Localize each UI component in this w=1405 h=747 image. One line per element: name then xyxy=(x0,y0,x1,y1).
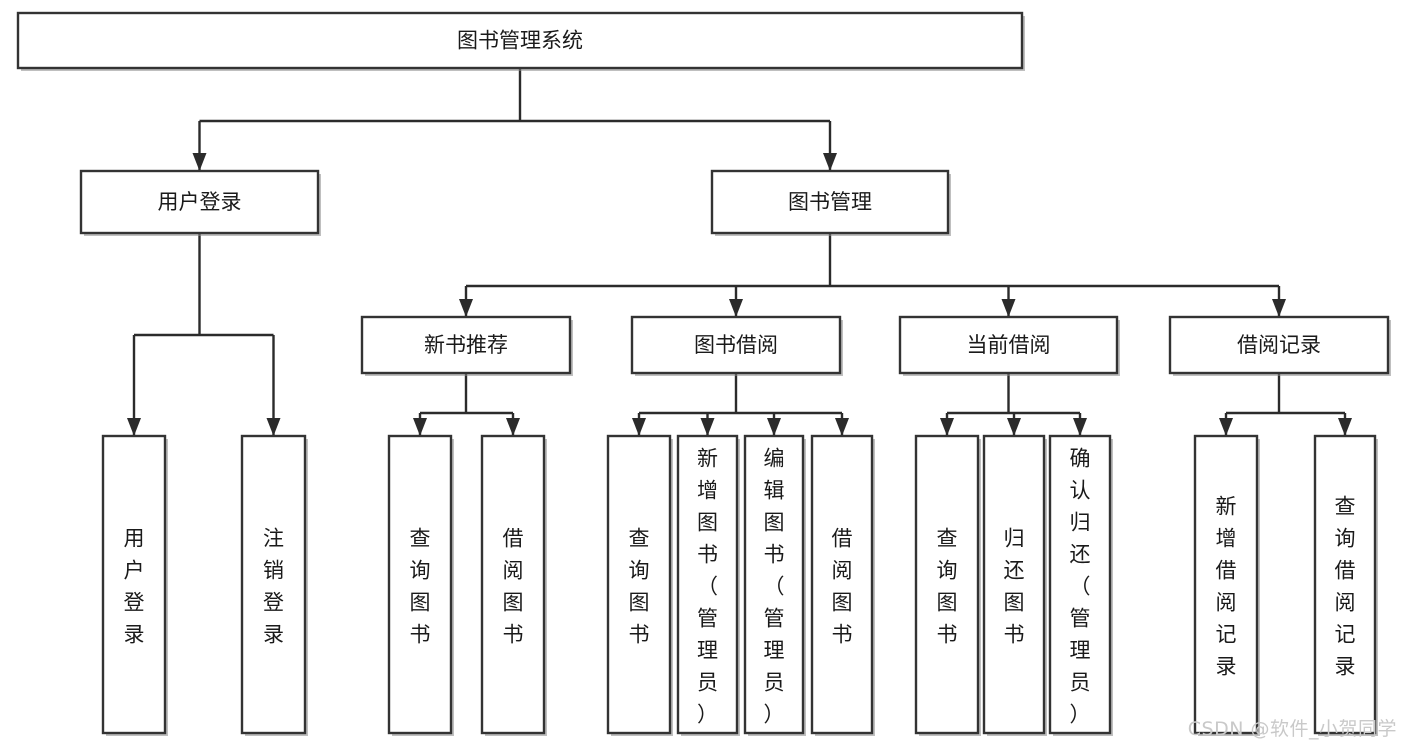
node-l-nb-borrow[interactable]: 借阅图书 xyxy=(480,434,547,736)
node-label: 新书推荐 xyxy=(424,333,508,357)
node-label: 新增图书（管理员） xyxy=(697,446,718,726)
edge-group-login xyxy=(127,233,281,436)
node-label: 确认归还（管理员） xyxy=(1070,446,1091,726)
node-l-cur-return[interactable]: 归还图书 xyxy=(982,434,1047,736)
edge-group-current xyxy=(940,373,1087,436)
edge-group-bookmgr xyxy=(459,233,1286,317)
node-label: 查询图书 xyxy=(410,526,431,646)
node-l-br-add[interactable]: 新增图书（管理员） xyxy=(676,434,740,736)
node-label: 借阅图书 xyxy=(503,526,524,646)
node-l-rec-add[interactable]: 新增借阅记录 xyxy=(1193,434,1260,736)
node-label: 借阅记录 xyxy=(1237,333,1321,357)
node-label: 查询图书 xyxy=(937,526,958,646)
node-label: 查询图书 xyxy=(629,526,650,646)
nodes-layer: 图书管理系统用户登录图书管理新书推荐图书借阅当前借阅借阅记录用户登录注销登录查询… xyxy=(16,11,1391,736)
node-label: 当前借阅 xyxy=(967,333,1051,357)
node-label: 用户登录 xyxy=(158,190,242,214)
edges-layer xyxy=(127,68,1352,436)
node-l-br-query[interactable]: 查询图书 xyxy=(606,434,673,736)
node-l-br-lend[interactable]: 借阅图书 xyxy=(810,434,875,736)
node-label: 注销登录 xyxy=(263,526,284,646)
node-label: 查询借阅记录 xyxy=(1335,494,1356,678)
edge-group-records xyxy=(1219,373,1352,436)
node-current[interactable]: 当前借阅 xyxy=(898,315,1120,376)
node-records[interactable]: 借阅记录 xyxy=(1168,315,1391,376)
node-label: 新增借阅记录 xyxy=(1216,494,1237,678)
node-label: 归还图书 xyxy=(1004,526,1025,646)
edge-group-newbook xyxy=(413,373,520,436)
node-borrow[interactable]: 图书借阅 xyxy=(630,315,843,376)
node-label: 图书借阅 xyxy=(694,333,778,357)
node-l-user-logout[interactable]: 注销登录 xyxy=(240,434,308,736)
node-bookmgr[interactable]: 图书管理 xyxy=(710,169,951,236)
node-l-user-login[interactable]: 用户登录 xyxy=(101,434,168,736)
node-label: 编辑图书（管理员） xyxy=(764,446,785,726)
node-login[interactable]: 用户登录 xyxy=(79,169,321,236)
node-label: 借阅图书 xyxy=(832,526,853,646)
node-root[interactable]: 图书管理系统 xyxy=(16,11,1025,71)
edge-group-root xyxy=(192,68,837,171)
node-l-nb-query[interactable]: 查询图书 xyxy=(387,434,454,736)
node-label: 图书管理系统 xyxy=(457,29,583,53)
node-l-cur-confirm[interactable]: 确认归还（管理员） xyxy=(1048,434,1113,736)
node-l-br-edit[interactable]: 编辑图书（管理员） xyxy=(743,434,806,736)
node-newbook[interactable]: 新书推荐 xyxy=(360,315,573,376)
node-l-rec-query[interactable]: 查询借阅记录 xyxy=(1313,434,1378,736)
node-label: 用户登录 xyxy=(124,526,145,646)
edge-group-borrow xyxy=(632,373,849,436)
node-l-cur-query[interactable]: 查询图书 xyxy=(914,434,981,736)
node-label: 图书管理 xyxy=(788,190,872,214)
